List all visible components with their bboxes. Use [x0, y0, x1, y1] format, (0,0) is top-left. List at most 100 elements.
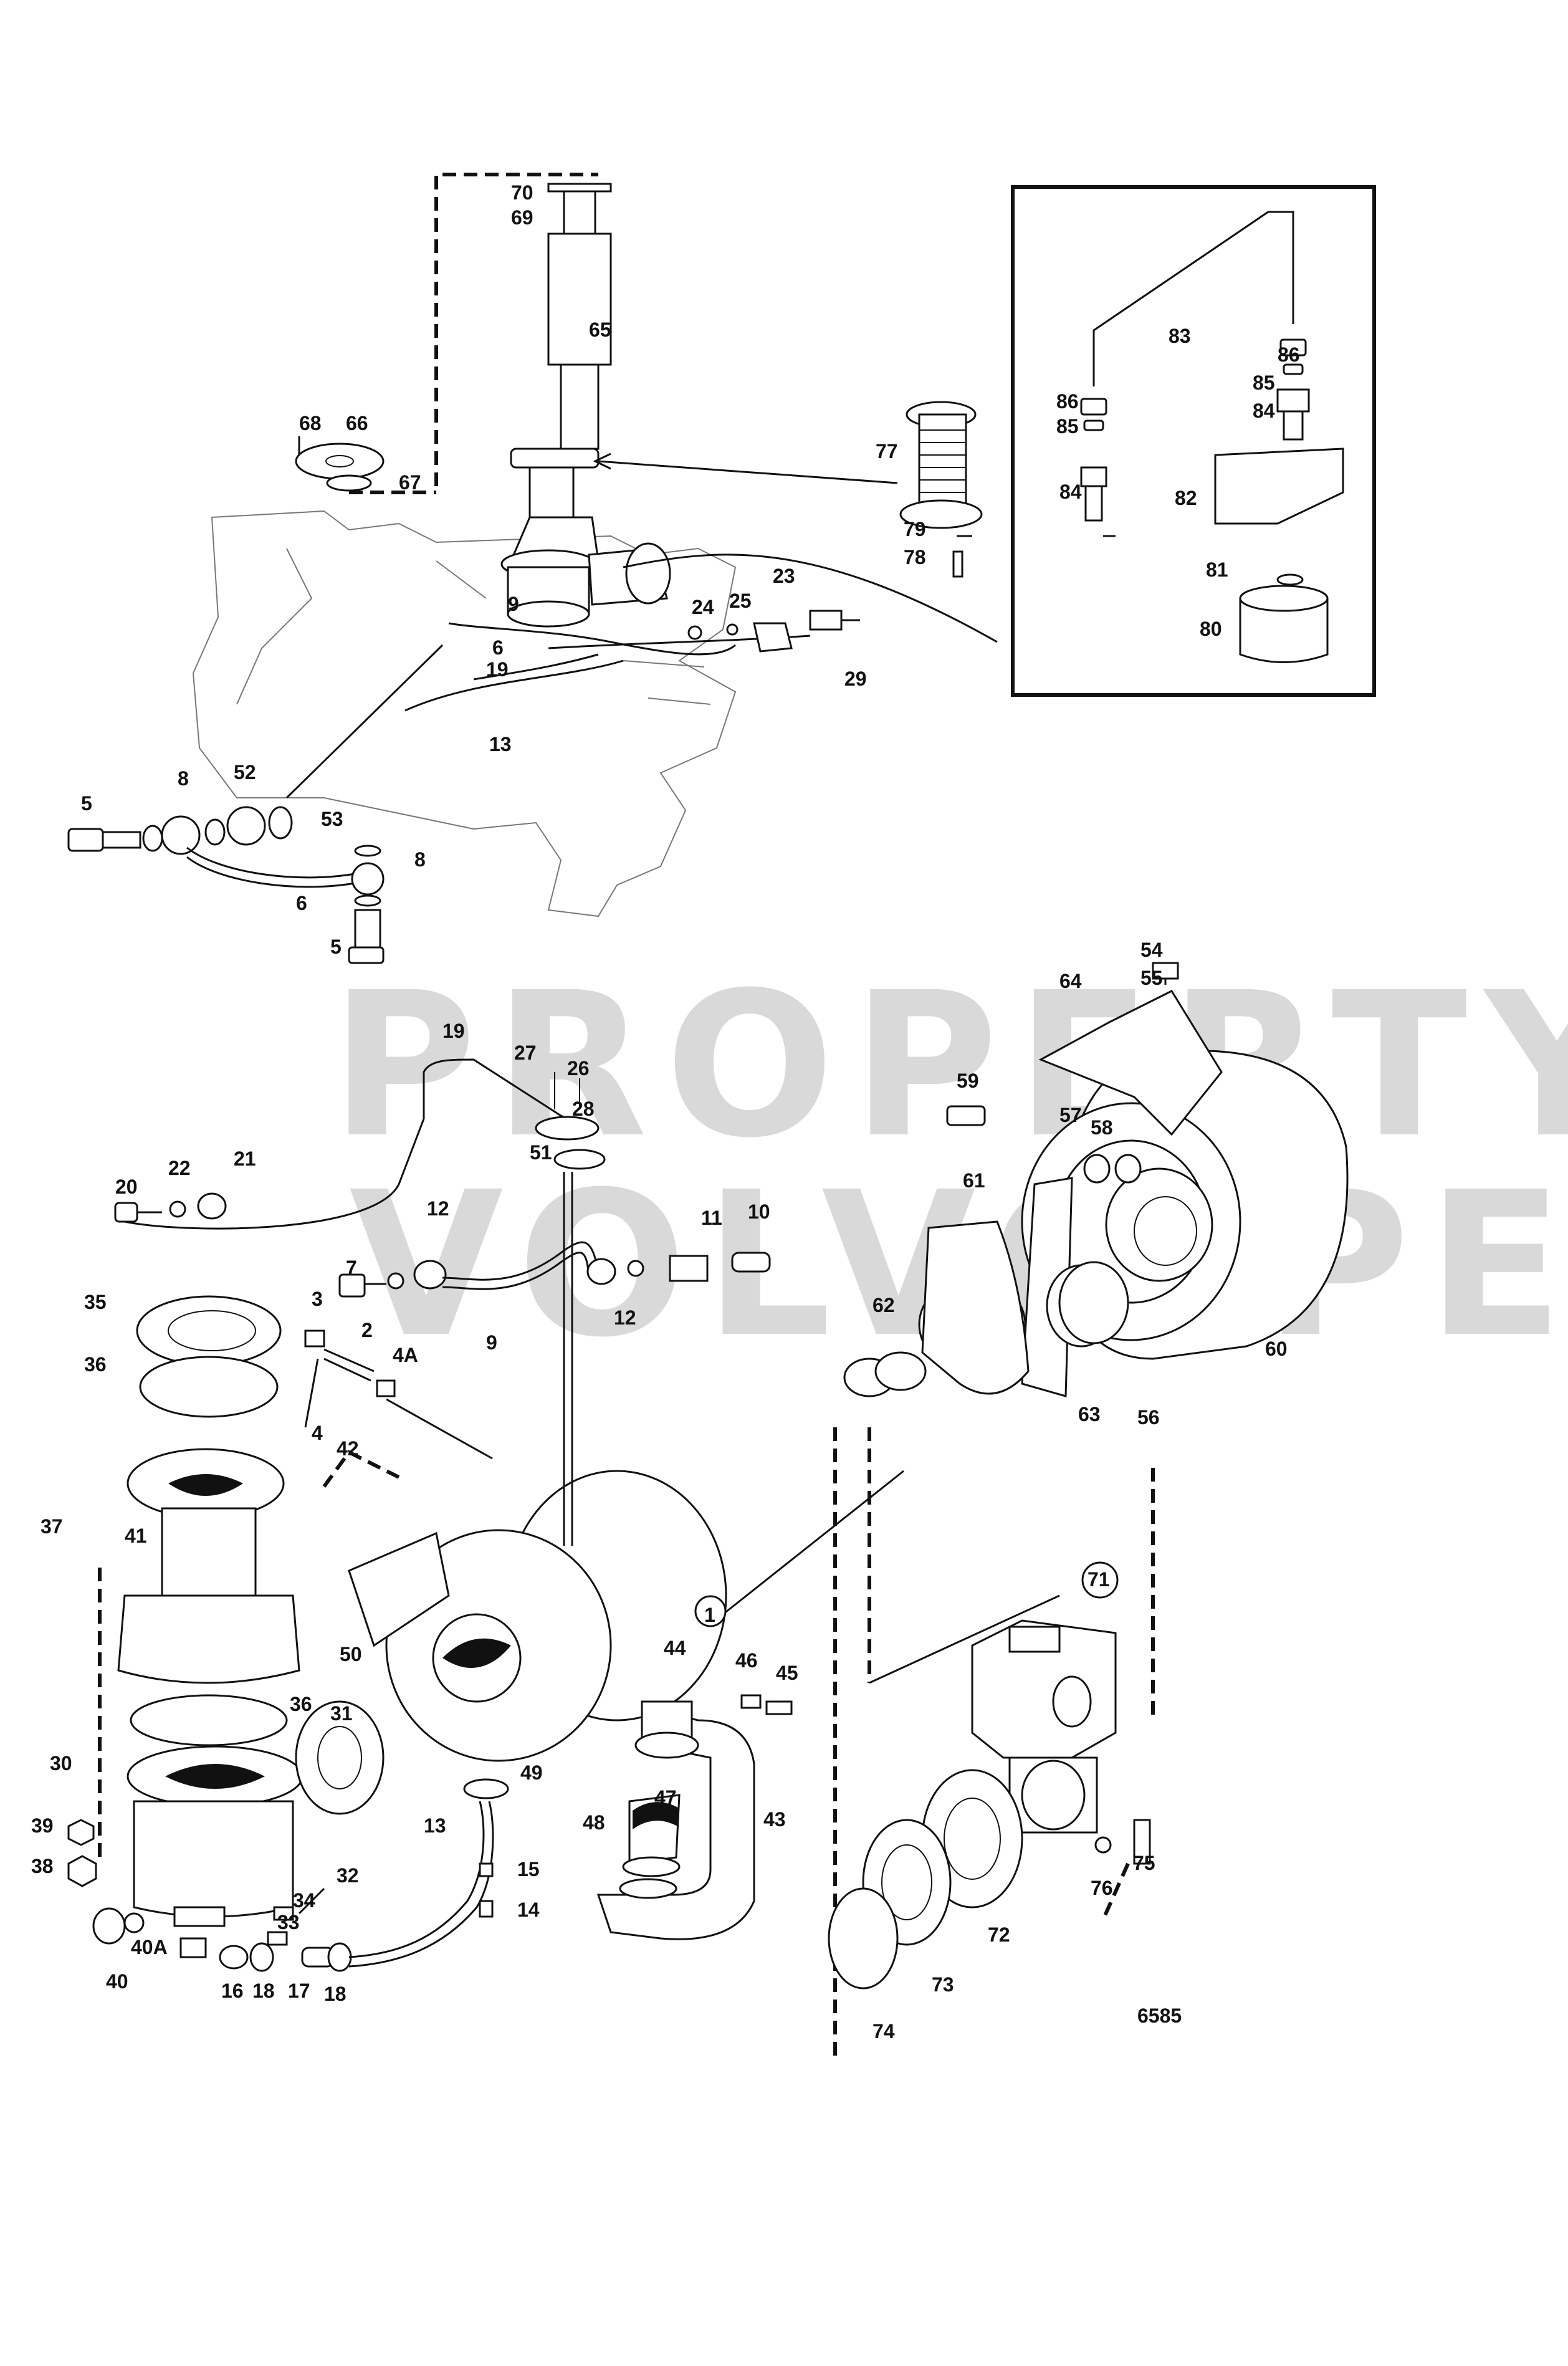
part-label-18: 18 [324, 1983, 347, 2005]
bracket-64 [1038, 962, 1223, 1136]
part-label-18: 18 [252, 1980, 275, 2002]
callout-1 [694, 1595, 727, 1627]
part-label-40A: 40A [131, 1936, 168, 1958]
part-label-43: 43 [763, 1808, 786, 1831]
part-label-59: 59 [957, 1070, 979, 1092]
part-label-5: 5 [330, 936, 342, 958]
part-label-55: 55 [1140, 967, 1163, 989]
part-label-36: 36 [290, 1693, 312, 1715]
gasket-31 [295, 1700, 385, 1815]
rings-72-74 [828, 1769, 1023, 1990]
part-label-30: 30 [50, 1752, 72, 1775]
part-label-37: 37 [41, 1515, 63, 1538]
part-label-39: 39 [31, 1814, 54, 1837]
part-label-8: 8 [178, 767, 189, 790]
part-label-6: 6 [492, 636, 504, 659]
part-label-75: 75 [1133, 1852, 1155, 1874]
valve-housing-71 [971, 1619, 1151, 1865]
part-label-8: 8 [414, 848, 426, 871]
part-label-41: 41 [125, 1525, 147, 1547]
part-label-46: 46 [735, 1649, 758, 1672]
bolts-2-4A [304, 1329, 493, 1460]
intake-assembly-41 [98, 1295, 400, 1927]
part-label-54: 54 [1140, 939, 1163, 961]
part-label-56: 56 [1137, 1406, 1160, 1429]
diagram-number: 6585 [1137, 2004, 1182, 2027]
part-label-78: 78 [904, 546, 926, 568]
part-label-85: 85 [1253, 371, 1275, 394]
part-label-79: 79 [904, 518, 926, 540]
part-label-81: 81 [1206, 558, 1228, 581]
part-label-2: 2 [361, 1319, 373, 1341]
part-label-5: 5 [81, 792, 92, 815]
part-label-35: 35 [84, 1291, 107, 1313]
part-label-31: 31 [330, 1702, 353, 1725]
part-label-7: 7 [346, 1257, 357, 1279]
part-label-82: 82 [1175, 487, 1197, 509]
part-label-40: 40 [106, 1970, 128, 1993]
part-label-73: 73 [932, 1973, 954, 1996]
part-label-4: 4 [312, 1422, 323, 1444]
part-label-85: 85 [1056, 415, 1079, 438]
part-label-6: 6 [296, 892, 307, 914]
part-label-23: 23 [773, 565, 795, 587]
air-cleaner-60 [843, 1050, 1349, 1397]
part-label-9: 9 [486, 1331, 497, 1354]
part-label-25: 25 [729, 590, 752, 612]
part-label-86: 86 [1278, 343, 1300, 366]
part-label-19: 19 [442, 1020, 465, 1042]
part-label-48: 48 [583, 1811, 605, 1834]
part-label-16: 16 [221, 1980, 244, 2002]
part-label-11: 11 [701, 1207, 722, 1229]
part-label-83: 83 [1169, 325, 1191, 347]
part-label-50: 50 [340, 1643, 362, 1665]
oil-line-13 [348, 1778, 509, 1968]
part-label-19: 19 [486, 658, 509, 681]
part-label-45: 45 [776, 1662, 798, 1684]
part-label-69: 69 [511, 206, 533, 229]
part-label-44: 44 [664, 1637, 686, 1659]
part-label-74: 74 [872, 2020, 895, 2043]
part-label-12: 12 [427, 1197, 449, 1220]
part-label-76: 76 [1091, 1877, 1113, 1899]
part-label-64: 64 [1059, 970, 1082, 992]
bellows-77 [593, 401, 983, 578]
oil-line-9 [114, 1192, 771, 1298]
part-label-38: 38 [31, 1855, 54, 1877]
part-label-63: 63 [1078, 1403, 1101, 1425]
part-label-57: 57 [1059, 1104, 1082, 1126]
part-label-84: 84 [1253, 400, 1275, 422]
part-label-52: 52 [234, 761, 256, 783]
part-label-27: 27 [514, 1042, 537, 1064]
part-label-21: 21 [234, 1147, 256, 1170]
part-label-13: 13 [424, 1814, 446, 1837]
part-label-13: 13 [489, 733, 512, 755]
part-label-77: 77 [876, 440, 898, 462]
part-label-10: 10 [748, 1200, 770, 1223]
callout-71 [1081, 1561, 1119, 1599]
air-pipe-19 [124, 1058, 606, 1546]
part-label-66: 66 [346, 412, 368, 434]
part-label-4A: 4A [393, 1344, 418, 1366]
turbocharger-1 [348, 1470, 904, 1762]
exhaust-pipe-65 [500, 183, 671, 628]
part-label-51: 51 [530, 1141, 552, 1164]
part-label-33: 33 [277, 1911, 300, 1933]
part-label-12: 12 [614, 1306, 636, 1329]
part-label-72: 72 [988, 1923, 1010, 1946]
part-label-60: 60 [1265, 1338, 1288, 1360]
part-label-58: 58 [1091, 1116, 1113, 1139]
fittings-lower-left [67, 1819, 352, 1972]
part-label-71: 71 [1088, 1568, 1110, 1591]
part-label-68: 68 [299, 412, 322, 434]
part-label-53: 53 [321, 808, 343, 830]
part-label-29: 29 [844, 668, 867, 690]
part-label-67: 67 [399, 471, 421, 494]
pipes-upper [285, 553, 998, 799]
part-label-9: 9 [508, 593, 519, 615]
part-label-15: 15 [517, 1858, 540, 1880]
oil-line-6 [67, 806, 385, 964]
part-label-49: 49 [520, 1761, 543, 1784]
